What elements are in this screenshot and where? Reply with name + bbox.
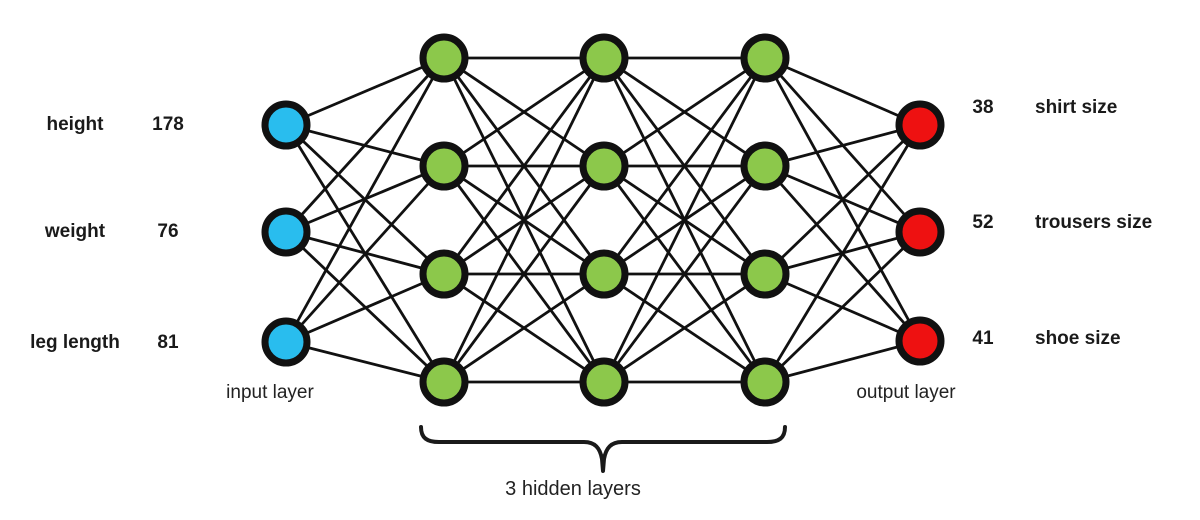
hidden-node [740, 141, 790, 191]
input-node [261, 100, 311, 150]
edge-line [764, 123, 921, 168]
edge-line [442, 57, 606, 383]
hidden-node [419, 249, 469, 299]
edge-line [603, 56, 766, 168]
output-value: 38 [972, 97, 994, 118]
input-feature-label: weight [44, 221, 106, 242]
input-node [261, 207, 311, 257]
edge-line [442, 57, 606, 275]
input-node [261, 317, 311, 367]
input-feature-value: 76 [157, 221, 179, 242]
edge-line [285, 340, 445, 384]
hidden-layers-brace-icon [419, 425, 787, 473]
edge-line [602, 57, 767, 275]
output-row-shirt-size: 38 shirt size [950, 95, 1200, 121]
edge-line [285, 272, 445, 344]
edge-line [764, 230, 921, 384]
output-label: trousers size [1035, 212, 1153, 233]
edge-line [764, 339, 921, 384]
input-feature-label: height [46, 114, 104, 135]
input-feature-label: leg length [30, 332, 120, 353]
edge-line [284, 57, 446, 233]
input-row-height: height 178 [0, 112, 200, 138]
output-value: 41 [972, 328, 994, 349]
hidden-layers-caption: 3 hidden layers [505, 478, 641, 500]
input-feature-value: 81 [157, 332, 179, 353]
hidden-node [579, 33, 629, 83]
hidden-node [419, 33, 469, 83]
edge-line [443, 272, 605, 384]
edge-line [284, 57, 446, 343]
edge-line [763, 124, 922, 383]
hidden-node [419, 357, 469, 407]
output-row-shoe-size: 41 shoe size [950, 326, 1200, 352]
input-row-leg-length: leg length 81 [0, 330, 200, 356]
nodes-group [261, 33, 945, 407]
hidden-node [419, 141, 469, 191]
hidden-node [740, 357, 790, 407]
input-feature-value: 178 [152, 114, 184, 135]
edge-line [284, 165, 446, 343]
edge-line [442, 165, 606, 383]
output-label: shirt size [1035, 97, 1118, 118]
edge-line [764, 56, 921, 127]
output-row-trousers-size: 52 trousers size [950, 210, 1200, 236]
output-layer-caption: output layer [856, 382, 956, 403]
edge-line [602, 165, 767, 383]
edges-group [284, 56, 922, 384]
hidden-node [579, 141, 629, 191]
output-node [895, 207, 945, 257]
output-node [895, 100, 945, 150]
hidden-node [579, 357, 629, 407]
hidden-node [740, 249, 790, 299]
input-row-weight: weight 76 [0, 219, 200, 245]
hidden-node [579, 249, 629, 299]
edge-line [602, 57, 767, 383]
edge-line [764, 123, 921, 276]
edge-line [603, 272, 766, 384]
edge-line [443, 56, 605, 168]
output-label: shoe size [1035, 328, 1121, 349]
output-node [895, 316, 945, 366]
hidden-node [740, 33, 790, 83]
input-layer-caption: input layer [226, 382, 314, 403]
output-value: 52 [972, 212, 994, 233]
edge-line [285, 56, 445, 127]
